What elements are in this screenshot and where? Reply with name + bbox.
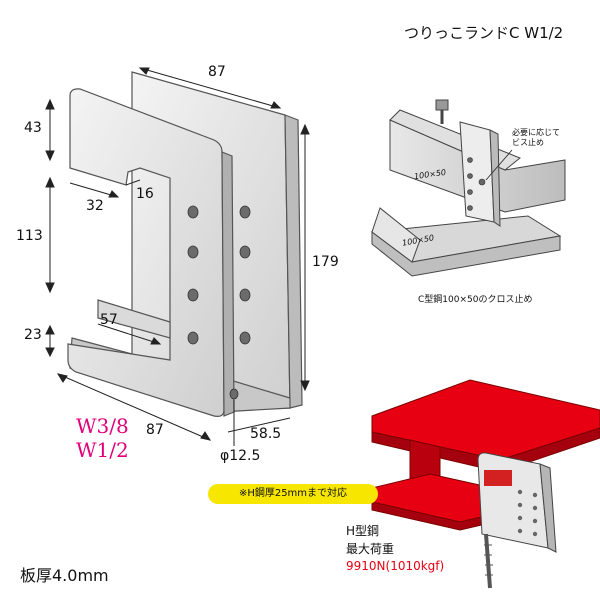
hole (187, 331, 199, 345)
h-clamp (477, 452, 557, 553)
size-w1: W3/8 (76, 414, 129, 438)
dim-32: 32 (86, 198, 104, 214)
bracket-slot-lip (97, 299, 171, 339)
bracket-back-edge (284, 114, 303, 409)
h-load-label: 最大荷重 (346, 542, 395, 556)
h-title: H型鋼 (346, 524, 380, 538)
hole (187, 205, 199, 219)
note-leader (485, 149, 513, 181)
h-note-badge: ※H鋼厚25mmまで対応 (208, 484, 378, 504)
cross-bracket (459, 121, 495, 223)
bracket-front-plate (67, 88, 225, 417)
dim-57: 57 (100, 312, 118, 328)
hole (239, 245, 251, 259)
size-labels: W3/8 W1/2 (76, 414, 129, 462)
h-load-value: 9910N(1010kgf) (346, 559, 445, 573)
hole (239, 205, 251, 219)
dim-top-width: 87 (208, 64, 226, 80)
bolt-head (435, 99, 449, 111)
cross-note: 必要に応じて ビス止め (512, 128, 560, 147)
threaded-rod (484, 533, 493, 589)
hole (239, 331, 251, 345)
dim-bottom-width: 87 (146, 422, 164, 438)
cross-detail (370, 99, 566, 277)
bracket-front-edge (221, 151, 235, 417)
product-title: つりっこランドC W1/2 (404, 24, 564, 42)
dimension-lines (45, 67, 310, 446)
hole (187, 245, 199, 259)
bottom-hole (229, 388, 239, 400)
clamp-holes (517, 489, 538, 537)
cross-holes (467, 157, 486, 211)
dim-height: 179 (312, 254, 339, 270)
cross-caption: C型鋼100×50のクロス止め (418, 295, 533, 305)
dim-113: 113 (16, 228, 43, 244)
dim-16: 16 (136, 186, 154, 202)
front-holes (187, 205, 251, 400)
dim-23: 23 (24, 327, 42, 343)
hole (187, 288, 199, 302)
size-w2: W1/2 (76, 438, 129, 462)
plate-thickness: 板厚4.0mm (20, 566, 109, 585)
main-bracket (67, 71, 303, 417)
dim-43: 43 (24, 120, 42, 136)
dim-58-5: 58.5 (250, 426, 282, 442)
dim-hole-diameter: φ12.5 (220, 448, 261, 464)
hole (239, 288, 251, 302)
